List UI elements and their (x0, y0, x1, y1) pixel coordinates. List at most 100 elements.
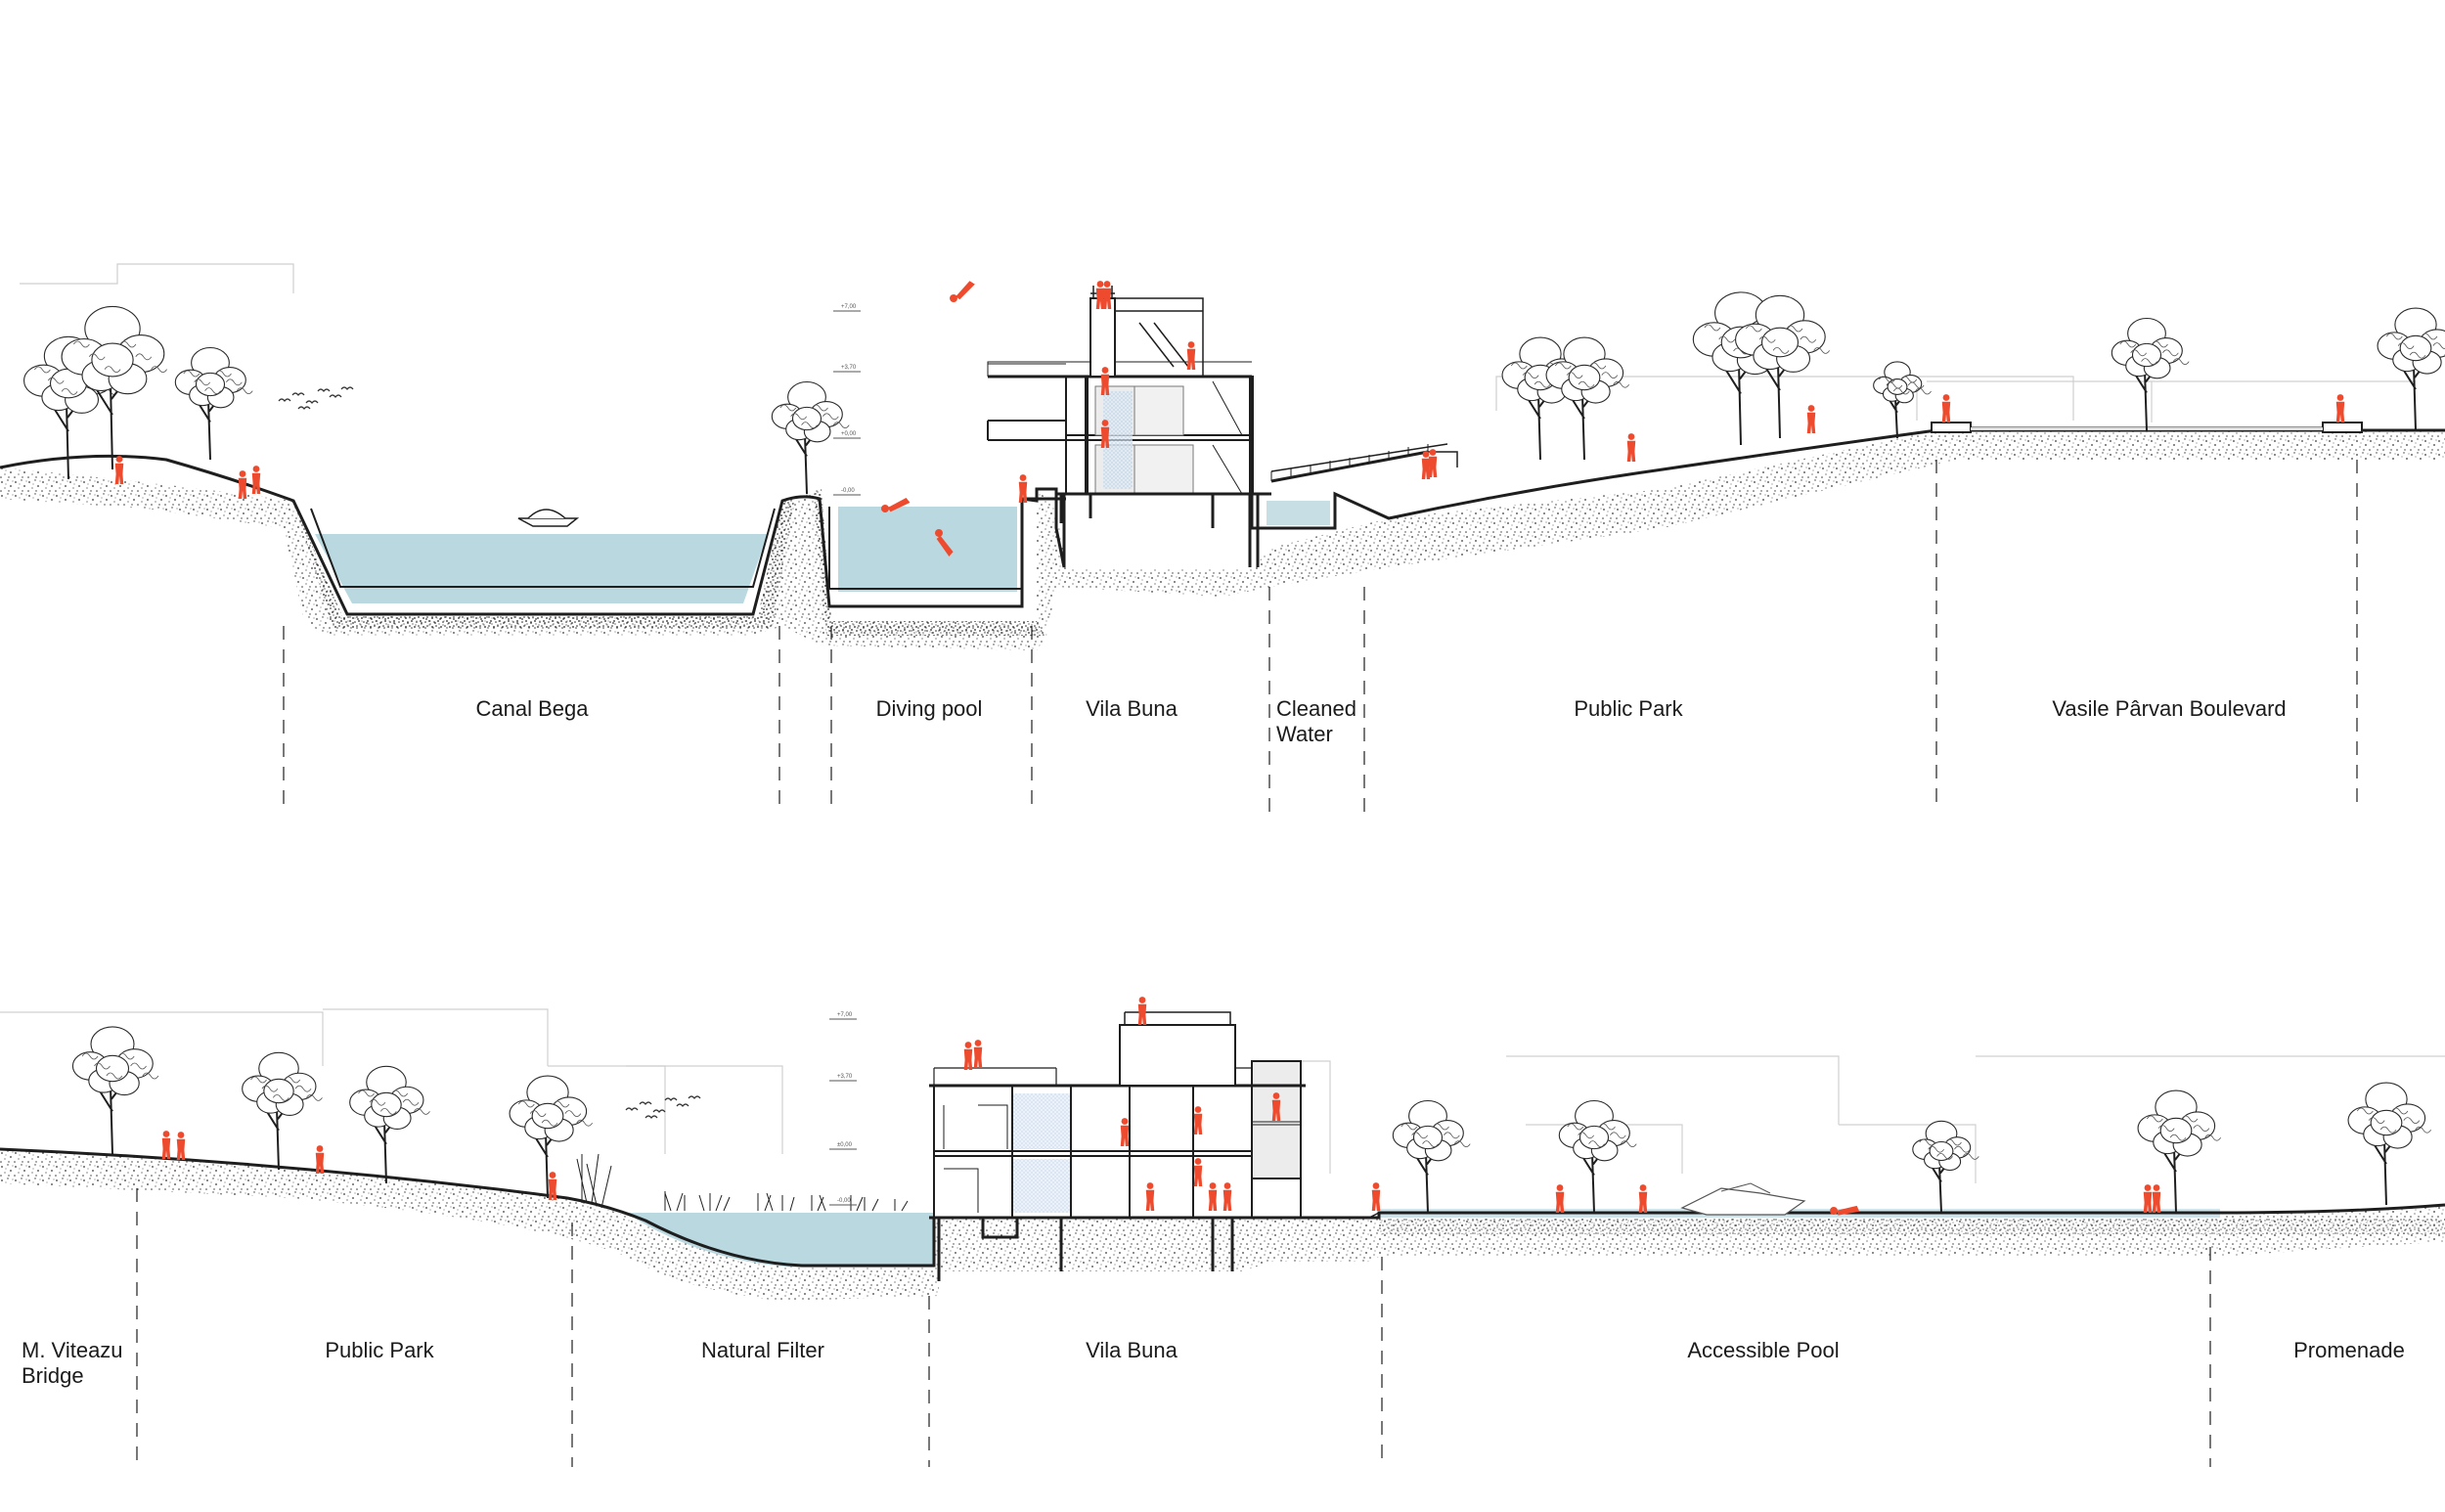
zone-label-vila-buna: Vila Buna (1086, 1338, 1178, 1362)
level-label: -0,00 (841, 488, 855, 494)
person-icon (1555, 1184, 1565, 1213)
zone-label-public-park: Public Park (325, 1338, 434, 1362)
person-icon (1222, 1182, 1232, 1211)
tree-icon (71, 1026, 159, 1155)
person-icon (1095, 281, 1105, 309)
level-label: +0,00 (841, 431, 857, 437)
tree-icon (1558, 1099, 1637, 1214)
zone-label-vila-buna: Vila Buna (1086, 696, 1178, 721)
bottom-section (0, 1008, 2445, 1467)
level-label: +7,00 (837, 1012, 853, 1018)
zone-dividers-top (283, 460, 2358, 812)
person-icon (2143, 1184, 2153, 1213)
cleaned-water (1267, 501, 1330, 525)
person-icon (1018, 474, 1028, 503)
tree-icon (509, 1075, 594, 1199)
person-icon (963, 1042, 973, 1070)
vila-buna-bottom (929, 1011, 1380, 1281)
decorations (23, 281, 2445, 1216)
zone-label-cleaned-water: Cleaned Water (1276, 696, 1356, 746)
person-icon (1145, 1182, 1155, 1211)
pool-wall-inner (828, 507, 1022, 590)
tree-icon (1873, 361, 1932, 439)
person-icon (161, 1131, 171, 1159)
bird-icon (278, 386, 354, 410)
ramp-top (1270, 443, 1458, 483)
person-icon (1806, 405, 1816, 433)
boat-icon (517, 509, 580, 527)
zone-label-boulevard: Vasile Pârvan Boulevard (2052, 696, 2287, 721)
person-icon (238, 470, 247, 499)
zone-label-diving-pool: Diving pool (875, 696, 983, 721)
person-icon (1120, 1118, 1130, 1146)
person-icon (548, 1172, 557, 1200)
person-icon (2152, 1184, 2161, 1213)
tree-icon (2347, 1082, 2432, 1206)
person-icon (881, 497, 911, 512)
tree-icon (174, 346, 253, 461)
person-icon (1626, 433, 1636, 462)
tree-icon (61, 305, 167, 470)
background-buildings (20, 263, 2074, 421)
person-icon (1941, 394, 1951, 422)
person-icon (1100, 420, 1110, 448)
tree-icon (349, 1065, 430, 1184)
level-label: +3,70 (841, 365, 857, 371)
zone-label-bridge: M. Viteazu Bridge (22, 1338, 123, 1388)
top-ground-line (0, 428, 2445, 616)
zone-label-promenade: Promenade (2293, 1338, 2405, 1362)
person-icon (1371, 1182, 1381, 1211)
level-label: ±0,00 (837, 1142, 852, 1148)
person-icon (251, 466, 261, 494)
person-icon (1193, 1158, 1203, 1186)
tree-icon (1545, 336, 1630, 461)
bird-icon (625, 1095, 701, 1119)
natural-filter-water (626, 1213, 934, 1267)
reeds (576, 1153, 909, 1212)
top-section (0, 263, 2445, 812)
zone-label-public-park: Public Park (1574, 696, 1683, 721)
person-icon (1421, 451, 1431, 479)
person-icon (1193, 1106, 1203, 1134)
ground-stipple-bottom (0, 1149, 2445, 1301)
tree-icon (2377, 307, 2445, 431)
level-label: +3,70 (837, 1074, 853, 1080)
tree-icon (1392, 1099, 1471, 1214)
tree-icon (771, 380, 850, 495)
zone-dividers-bottom (136, 1188, 2211, 1467)
level-markers-top (833, 310, 861, 496)
zone-label-natural-filter: Natural Filter (701, 1338, 824, 1362)
person-icon (1638, 1184, 1648, 1213)
canal-bega-water (315, 534, 768, 603)
tree-icon (1735, 294, 1830, 439)
tree-icon (1912, 1120, 1979, 1214)
zone-label-canal-bega: Canal Bega (475, 696, 589, 721)
person-icon (950, 281, 975, 302)
canal-wall-inner (310, 508, 776, 588)
level-markers-bottom (829, 1018, 857, 1206)
person-icon (1102, 281, 1112, 309)
person-icon (114, 456, 124, 484)
tree-icon (2111, 317, 2190, 431)
level-label: -0,00 (837, 1198, 851, 1204)
person-icon (1208, 1182, 1218, 1211)
tree-icon (2137, 1090, 2222, 1214)
person-icon (1186, 341, 1196, 370)
person-icon (1428, 449, 1438, 477)
zone-label-accessible-pool: Accessible Pool (1687, 1338, 1840, 1362)
diving-pool-water (838, 507, 1017, 592)
person-icon (2335, 394, 2345, 422)
person-icon (973, 1040, 983, 1068)
person-icon (935, 529, 954, 557)
person-icon (1271, 1092, 1281, 1121)
level-label: +7,00 (841, 304, 857, 310)
ground-stipple (0, 430, 2445, 650)
person-icon (315, 1145, 325, 1174)
bottom-ground-line (0, 1147, 2445, 1267)
person-icon (1137, 997, 1147, 1025)
person-icon (1100, 367, 1110, 395)
tree-icon (242, 1051, 323, 1171)
boat-icon (1680, 1182, 1806, 1216)
